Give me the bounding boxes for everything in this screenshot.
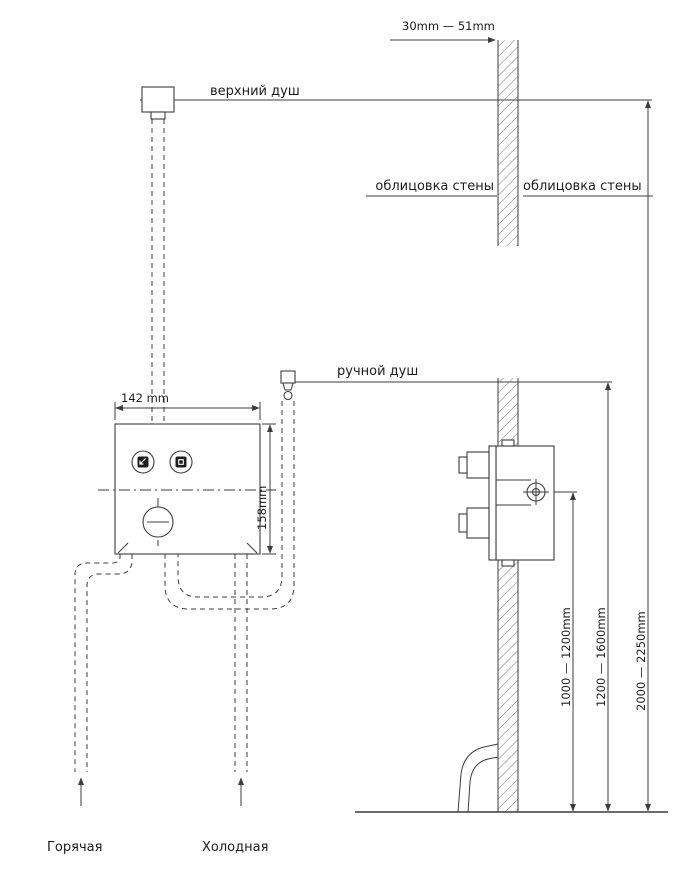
mounting-screw-bottom	[501, 559, 515, 567]
wall-hatch-upper	[498, 40, 518, 246]
overhead-height-label: 2000 — 2250mm	[634, 611, 648, 711]
mixer-front-view	[98, 423, 276, 555]
lower-handle-side	[466, 507, 490, 539]
wall-thickness-label: 30mm — 51mm	[402, 19, 495, 33]
mixer-height-dimension: 158mm	[255, 423, 276, 555]
hand-shower-nut-icon	[283, 390, 293, 401]
overhead-shower-head-icon	[141, 86, 175, 113]
overhead-shower: верхний душ	[141, 84, 300, 120]
height-dimensions: 1000 — 1200mm 1200 — 1600mm 2000 — 2250m…	[559, 100, 652, 812]
hand-shower-label: ручной душ	[337, 364, 418, 379]
mixer-housing-side	[495, 445, 555, 561]
hand-shower-elbow-icon	[280, 370, 296, 384]
outlet-height-label: 1000 — 1200mm	[559, 607, 573, 707]
hot-water-label: Горячая	[47, 840, 102, 855]
temperature-knob-icon	[137, 456, 149, 468]
mounting-screw-top	[501, 439, 515, 447]
mixer-width-label: 142 mm	[121, 391, 169, 405]
wall-thickness-dimension: 30mm — 51mm	[390, 19, 496, 44]
mixer-side-view	[458, 439, 555, 567]
diverter-knob-icon	[175, 456, 187, 468]
trim-plate	[488, 445, 497, 561]
cold-water-label: Холодная	[202, 840, 268, 855]
hand-shower-outlet: ручной душ	[280, 364, 418, 401]
mounting-tab-right	[246, 542, 258, 554]
mixer-body-front	[114, 423, 261, 555]
mixer-height-label: 158mm	[255, 486, 269, 530]
overhead-shower-label: верхний душ	[210, 84, 300, 99]
cold-supply-pipes	[234, 554, 248, 772]
supply-connections: Горячая Холодная	[47, 777, 268, 855]
wall-cladding-label-right: облицовка стены	[523, 179, 642, 194]
mixer-width-dimension: 142 mm	[114, 391, 261, 420]
hand-shower-height-label: 1200 — 1600mm	[594, 607, 608, 707]
overhead-riser-pipes	[151, 119, 165, 424]
wall-cladding-callouts: облицовка стены облицовка стены	[366, 179, 653, 197]
wall-cladding-label-left: облицовка стены	[375, 179, 494, 194]
floor-pedestal-profile	[457, 743, 499, 813]
hand-shower-pipe-run	[164, 401, 295, 610]
upper-handle-side	[466, 451, 490, 479]
wall-section-upper	[497, 40, 519, 246]
hot-supply-pipes	[74, 554, 133, 772]
mounting-tab-left	[117, 542, 129, 554]
